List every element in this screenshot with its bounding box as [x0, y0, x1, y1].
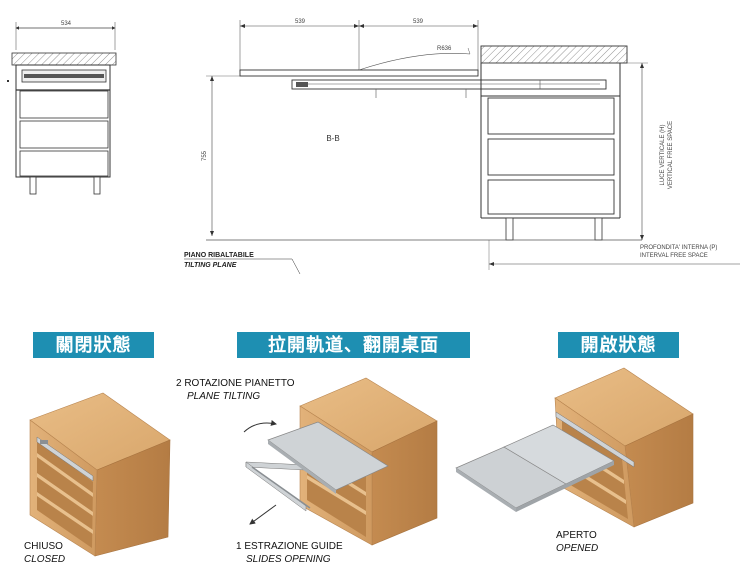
vertical-space-label-en: VERTICAL FREE SPACE [668, 121, 674, 189]
tilting-plane-label-en: TILTING PLANE [184, 262, 237, 269]
step1-label-it: 1 ESTRAZIONE GUIDE [236, 541, 343, 552]
stage-title-tilting: 拉開軌道、翻開桌面 [237, 332, 470, 358]
opened-caption-en: OPENED [556, 543, 598, 554]
depth-label-en: INTERVAL FREE SPACE [640, 253, 708, 259]
closed-cabinet-illustration: CHIUSO CLOSED [24, 392, 171, 565]
depth-label-it: PROFONDITA' INTERNA (P) [640, 245, 717, 251]
stage-title-opened: 開啟狀態 [558, 332, 679, 358]
step2-label-it: 2 ROTAZIONE PIANETTO [176, 378, 295, 389]
closed-caption-it: CHIUSO [24, 541, 63, 552]
shelf-dimension-left: 539 [295, 19, 306, 25]
radius-label: R636 [437, 46, 452, 52]
opened-caption-it: APERTO [556, 530, 597, 541]
front-view-drawing: 534 [7, 21, 117, 195]
tilting-plane-label-it: PIANO RIBALTABILE [184, 252, 254, 259]
vertical-space-label-it: LUCE VERTICALE (H) [660, 125, 666, 186]
opened-cabinet-illustration: APERTO OPENED [455, 367, 694, 554]
section-view-drawing: 539 539 R636 B-B 755 [184, 19, 740, 275]
closed-caption-en: CLOSED [24, 554, 65, 565]
section-label: B-B [326, 134, 339, 143]
height-dimension: 755 [202, 150, 208, 161]
tilting-cabinet-illustration: 2 ROTAZIONE PIANETTO PLANE TILTING 1 EST… [176, 377, 438, 565]
step1-label-en: SLIDES OPENING [246, 554, 331, 565]
front-width-dimension: 534 [61, 21, 72, 27]
stage-title-closed: 關閉狀態 [33, 332, 154, 358]
step2-label-en: PLANE TILTING [187, 391, 260, 402]
shelf-dimension-right: 539 [413, 19, 424, 25]
